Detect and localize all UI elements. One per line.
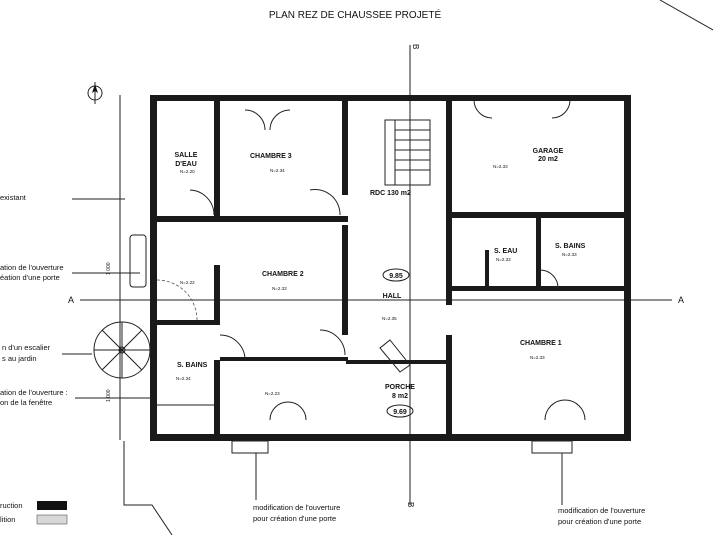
annotation-bottom-mid-l2: pour création d'une porte [253,514,336,523]
annotation-existing: existant [0,193,27,202]
porche-tag: 9.69 [393,409,407,416]
room-chambre-1: CHAMBRE 1 [520,340,562,347]
room-chambre-2: CHAMBRE 2 [262,271,304,278]
section-b-top: B [411,44,420,49]
level-s-bains-left: N=2.34 [176,376,191,381]
doors [156,99,586,421]
level-hall: N=2.35 [382,316,397,321]
room-salle-eau-2: D'EAU [175,161,197,168]
room-chambre-3: CHAMBRE 3 [250,153,292,160]
level-s-eau: N=2.33 [496,257,511,262]
annotation-stair-l1: n d'un escalier [2,343,51,352]
dimension-1: 1 000 [106,262,112,275]
section-a-left: A [68,295,74,305]
bottom-window-right [531,440,573,454]
annotation-stair-l2: s au jardin [2,354,37,363]
rdc-area: RDC 130 m2 [370,190,411,197]
leader-line [123,441,173,535]
annotation-opening1-l2: éation d'une porte [0,273,60,282]
room-hall: HALL [383,293,402,300]
level-left-room: N=2.22 [180,280,195,285]
level-chambre-2: N=2.33 [272,286,287,291]
annotation-opening2-l2: on de la fenêtre [0,398,52,407]
dimension-2: 1 000 [106,389,112,402]
level-salle-eau: N=2.20 [180,169,195,174]
level-chambre-1: N=2.33 [530,355,545,360]
north-arrow-icon [87,82,103,104]
annotation-opening1-l1: ation de l'ouverture [0,263,64,272]
legend-label-construction: ruction [0,501,23,510]
garage-area: 20 m2 [538,156,558,163]
legend-label-demolition: lition [0,515,15,524]
room-s-eau: S. EAU [494,248,517,255]
section-b-bottom: B [406,502,415,507]
page-edge [659,0,713,31]
hall-tag: 9.85 [389,273,403,280]
staircase [384,119,431,186]
annotation-bottom-right-l2: pour création d'une porte [558,517,641,526]
legend-swatch-demolition [36,514,68,525]
level-s-bains-right: N=2.33 [562,252,577,257]
level-bottom-room: N=2.23 [265,391,280,396]
room-porche: PORCHE [385,384,415,391]
annotation-bottom-right-l1: modification de l'ouverture [558,506,645,515]
room-salle-eau: SALLE [175,152,198,159]
section-a-right: A [678,295,684,305]
walls [150,95,631,441]
hall-tag-ellipse [382,268,410,282]
plan-title: PLAN REZ DE CHAUSSEE PROJETÉ [269,8,442,21]
room-garage: GARAGE [533,148,564,155]
porche-tag-ellipse [386,404,414,418]
annotation-opening2-l1: ation de l'ouverture : [0,388,68,397]
bottom-window-left [231,440,269,454]
window-box [129,234,147,288]
room-s-bains-right: S. BAINS [555,243,586,250]
legend-swatch-construction [37,501,67,510]
spiral-staircase [93,321,151,379]
level-garage: N=2.33 [493,164,508,169]
room-s-bains-left: S. BAINS [177,362,208,369]
porche-area: 8 m2 [392,393,408,400]
level-chambre-3: N=2.34 [270,168,285,173]
annotation-bottom-mid-l1: modification de l'ouverture [253,503,340,512]
